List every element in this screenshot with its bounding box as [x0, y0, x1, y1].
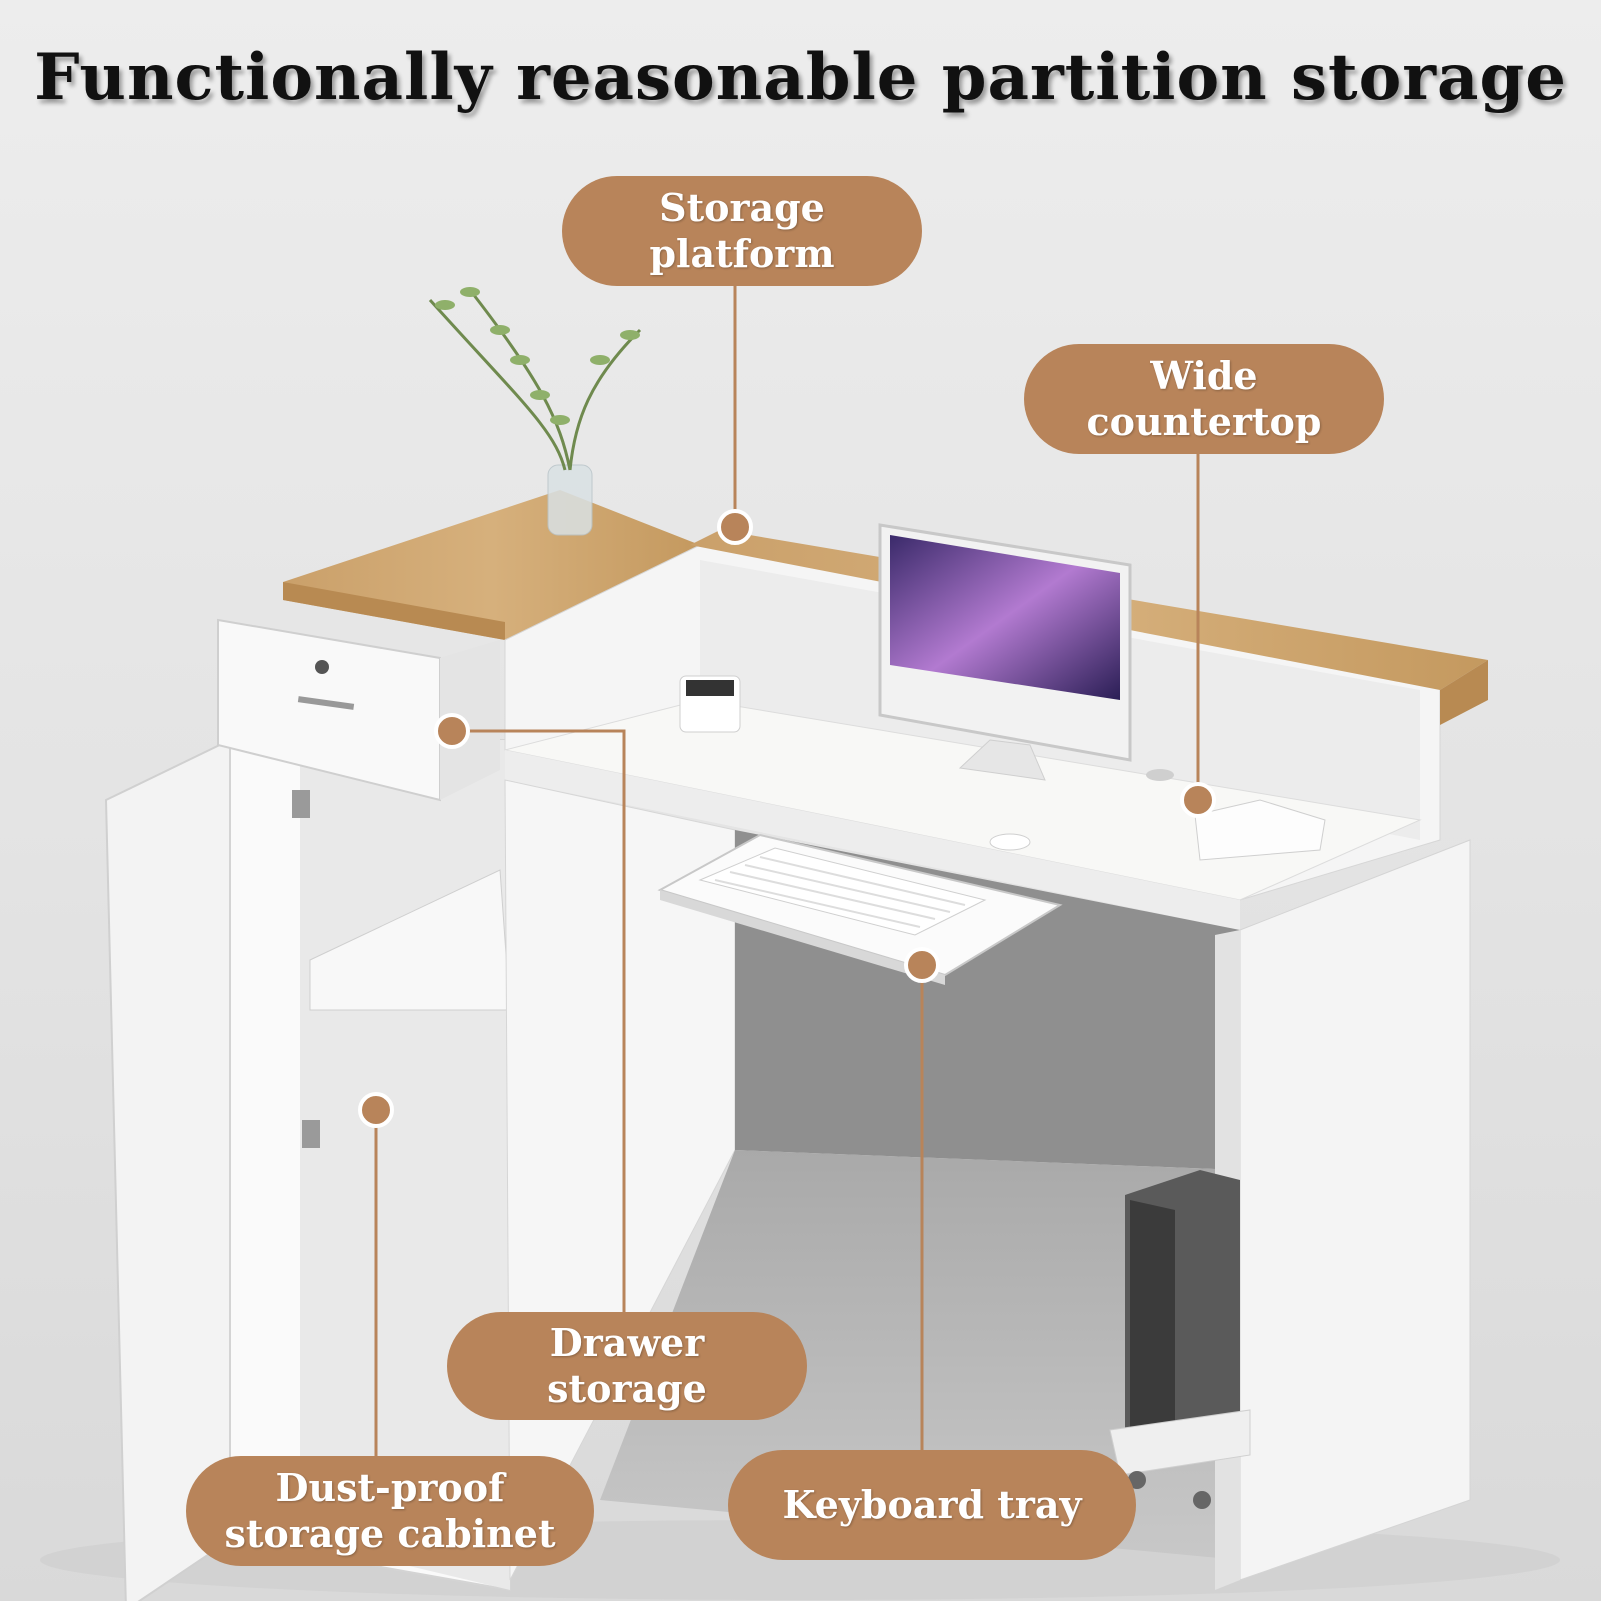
- pc-stand: [1109, 1409, 1251, 1476]
- hinge-top: [292, 790, 310, 818]
- callout-dust-proof-cabinet-label: Dust-proof storage cabinet: [224, 1465, 556, 1556]
- left-wood-top-edge: [283, 582, 505, 640]
- callout-keyboard-tray: Keyboard tray: [728, 1450, 1136, 1560]
- callout-keyboard-tray-label: Keyboard tray: [782, 1482, 1082, 1527]
- callout-dust-proof-cabinet: Dust-proof storage cabinet: [186, 1456, 594, 1566]
- callout-dots: [358, 509, 1216, 1128]
- drawer-lock: [315, 660, 329, 674]
- callout-wide-countertop: Wide countertop: [1024, 344, 1384, 454]
- dot-dust-proof: [358, 1092, 394, 1128]
- desk-surface-edge: [505, 750, 1240, 930]
- dot-storage-platform: [717, 509, 753, 545]
- magazine: [1194, 799, 1326, 861]
- callout-leaders: [374, 285, 1200, 1458]
- cable-hole: [1146, 769, 1174, 781]
- dot-drawer: [434, 713, 470, 749]
- dot-wide-countertop: [1180, 782, 1216, 818]
- callout-drawer-storage: Drawer storage: [447, 1312, 807, 1420]
- callout-drawer-storage-label: Drawer storage: [547, 1320, 707, 1411]
- keyboard-tray-edge: [660, 890, 945, 985]
- page-title: Functionally reasonable partition storag…: [34, 40, 1567, 115]
- desk-right-leg: [1239, 839, 1471, 1581]
- scanner-top: [686, 680, 734, 696]
- pc-wheel-right: [1193, 1491, 1211, 1509]
- leader-drawer: [452, 729, 626, 1315]
- plant-leaves: [435, 287, 640, 425]
- dot-keyboard-tray: [904, 947, 940, 983]
- callout-storage-platform-label: Storage platform: [649, 185, 835, 276]
- callout-storage-platform: Storage platform: [562, 176, 922, 286]
- drawer-handle: [297, 696, 355, 710]
- hinge-bottom: [302, 1120, 320, 1148]
- callout-wide-countertop-label: Wide countertop: [1086, 353, 1322, 444]
- pc-wheel-left: [1128, 1471, 1146, 1489]
- keyboard-keys: [714, 856, 966, 928]
- right-wood-top-edge: [1440, 660, 1488, 725]
- mouse: [989, 833, 1031, 851]
- monitor-stand: [958, 739, 1046, 781]
- pc-tower-front: [1130, 1200, 1175, 1440]
- plant: [428, 289, 642, 471]
- drawer-side: [440, 640, 500, 800]
- vase: [547, 464, 593, 536]
- monitor-screen: [890, 535, 1120, 700]
